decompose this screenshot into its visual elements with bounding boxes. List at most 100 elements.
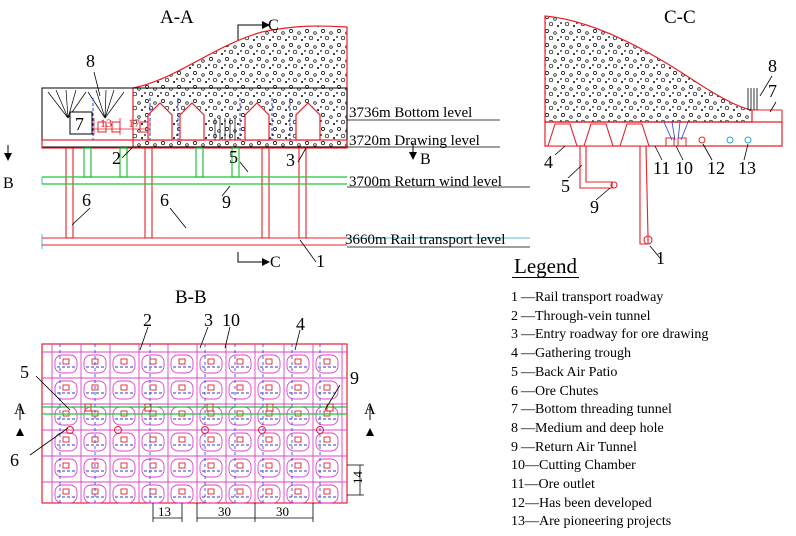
bb-trough: [265, 436, 273, 443]
bb-trough: [207, 488, 215, 495]
level-drawing: 3720m Drawing level: [349, 133, 480, 149]
aa-callout-6a: 6: [82, 190, 91, 210]
bb-trough: [207, 436, 215, 443]
aa-blue-dashed: [92, 98, 291, 140]
cc-callout-1: 1: [656, 248, 665, 268]
bb-cell: [54, 458, 78, 478]
bb-trough: [120, 436, 128, 443]
legend-item: 3—Entry roadway for ore drawing: [511, 326, 708, 345]
legend-item: 5—Back Air Patio: [511, 364, 708, 383]
bb-cell: [315, 354, 339, 374]
bb-cell: [170, 432, 194, 452]
bb-cell: [315, 458, 339, 478]
legend-item-text: —Medium and deep hole: [521, 420, 664, 436]
bb-cell: [170, 458, 194, 478]
bb-ore-chute: [258, 426, 266, 434]
legend-item-number: 10: [511, 458, 525, 474]
bb-cell: [112, 458, 136, 478]
level-bottom: 3736m Bottom level: [349, 105, 472, 121]
bb-cell: [286, 354, 310, 374]
section-cc: C-C: [544, 7, 783, 268]
legend-item: 1—Rail transport roadway: [511, 289, 708, 308]
bb-plan-grid: [42, 344, 347, 504]
bb-cell: [170, 354, 194, 374]
bb-trough: [120, 462, 128, 469]
section-mark-b-left-label: B: [3, 175, 14, 192]
bb-dimension-14: 14: [350, 471, 365, 485]
aa-callout-8: 8: [86, 51, 95, 71]
bb-trough: [91, 384, 99, 391]
bb-trough: [294, 436, 302, 443]
bb-trough: [236, 358, 244, 365]
legend-item: 4—Gathering trough: [511, 345, 708, 364]
section-mark-c-top-label: C: [268, 17, 279, 34]
cc-gathering-troughs: [544, 121, 783, 147]
bb-trough: [207, 358, 215, 365]
legend-item-text: —Entry roadway for ore drawing: [521, 327, 709, 343]
bb-cell: [286, 484, 310, 504]
cc-shafts: [579, 145, 653, 245]
level-rail: 3660m Rail transport level: [345, 232, 505, 248]
section-mark-a-left-label: A: [14, 401, 26, 418]
cc-callout-4: 4: [544, 152, 553, 172]
cc-callout-8: 8: [768, 56, 777, 76]
legend-item-number: 9: [511, 439, 518, 455]
bb-cell: [228, 380, 252, 400]
bb-trough: [120, 384, 128, 391]
legend-item-number: 4: [511, 346, 518, 362]
section-mark-c-bottom-label: C: [270, 254, 281, 271]
cc-callout-9: 9: [590, 197, 599, 217]
bb-trough: [323, 358, 331, 365]
bb-cell: [315, 432, 339, 452]
legend-item-number: 2: [511, 308, 518, 324]
bb-trough: [62, 436, 70, 443]
bb-cell: [54, 484, 78, 504]
bb-cell: [228, 484, 252, 504]
bb-callout-6: 6: [10, 450, 19, 470]
section-mark-b-right-label: B: [420, 151, 431, 168]
bb-dimension-13: 13: [158, 504, 171, 519]
legend-item-number: 3: [511, 327, 518, 343]
bb-return-air: [42, 406, 347, 415]
legend-item-text: —Are pioneering projects: [525, 514, 672, 530]
bb-trough: [236, 462, 244, 469]
bb-trough: [207, 384, 215, 391]
legend-item: 6—Ore Chutes: [511, 383, 708, 402]
bb-cell: [286, 458, 310, 478]
bb-trough: [178, 462, 186, 469]
aa-callout-7: 7: [75, 114, 84, 134]
bb-cell: [112, 432, 136, 452]
legend-item-text: —Back Air Patio: [521, 364, 618, 380]
bb-trough: [294, 384, 302, 391]
bb-trough: [207, 462, 215, 469]
aa-ore-drawing-drifts: [147, 102, 321, 141]
legend-item: 12—Has been developed: [511, 495, 708, 514]
bb-dimension-30a: 30: [218, 504, 231, 519]
aa-callout-6b: 6: [160, 190, 169, 210]
cc-tunnels: [665, 136, 752, 147]
bb-cell: [170, 380, 194, 400]
bb-cell: [112, 354, 136, 374]
bb-cell: [112, 484, 136, 504]
bb-ore-chute: [316, 426, 324, 434]
legend-item-number: 5: [511, 364, 518, 380]
bb-cell: [228, 432, 252, 452]
legend-item: 2—Through-vein tunnel: [511, 308, 708, 327]
aa-dimension-13: 13: [100, 116, 112, 130]
legend-item-text: —Gathering trough: [521, 346, 632, 362]
cc-callout-5: 5: [561, 176, 570, 196]
bb-trough: [62, 384, 70, 391]
cc-callout-12: 12: [707, 158, 725, 178]
bb-cell: [199, 458, 223, 478]
legend-item: 10—Cutting Chamber: [511, 457, 708, 476]
bb-plan-outline: [41, 343, 348, 504]
bb-ore-chute: [114, 426, 122, 434]
bb-callout-2: 2: [143, 310, 152, 330]
bb-trough: [178, 358, 186, 365]
bb-trough: [120, 488, 128, 495]
bb-trough: [120, 358, 128, 365]
bb-trough: [265, 488, 273, 495]
bb-trough: [62, 488, 70, 495]
legend-item-number: 7: [511, 402, 518, 418]
